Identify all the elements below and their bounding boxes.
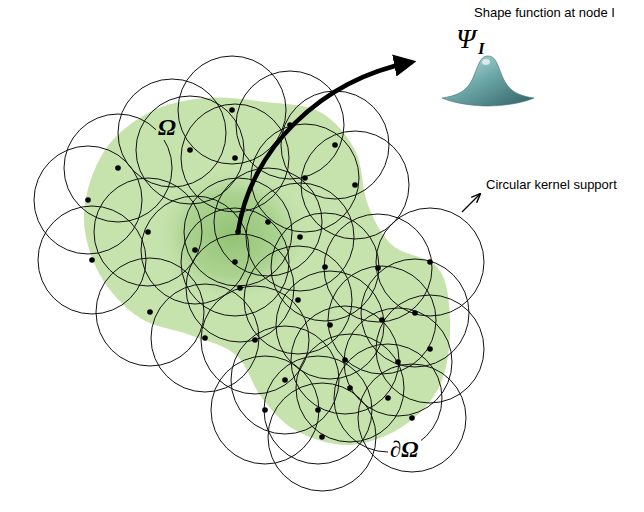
bell-highlight — [482, 59, 490, 65]
node-dot — [145, 229, 151, 235]
node-dot — [375, 265, 381, 271]
kernel-support-circle — [151, 284, 259, 392]
node-dot — [297, 234, 303, 240]
node-dot — [427, 346, 433, 352]
symbol-psi: Ψ — [456, 24, 476, 55]
node-dot — [265, 219, 271, 225]
node-dot — [342, 357, 348, 363]
node-dot — [315, 407, 321, 413]
node-dot — [232, 259, 238, 265]
kernel-support-circle — [246, 183, 354, 291]
nodes-dots — [85, 107, 433, 440]
kernel-support-circle — [344, 308, 452, 416]
kernel-supports — [34, 56, 484, 491]
node-dot — [282, 377, 288, 383]
kernel-support-circle — [38, 206, 146, 314]
node-dot — [115, 165, 121, 171]
node-dot — [237, 285, 243, 291]
node-dot — [232, 155, 238, 161]
node-dot — [412, 310, 418, 316]
kernel-support-circle — [201, 286, 309, 394]
kernel-support-circle — [94, 178, 202, 286]
caption-text: Shape function at node I — [474, 6, 615, 20]
kernel-support-circle — [214, 168, 322, 276]
node-dot — [427, 259, 433, 265]
node-dot — [379, 317, 385, 323]
kernel-support-circle — [136, 96, 244, 204]
kernel-support-circle — [231, 326, 339, 434]
kernel-support-circle — [324, 214, 432, 322]
node-dot — [202, 335, 208, 341]
leader-arrow — [462, 194, 480, 212]
node-dot — [395, 359, 401, 365]
node-dot — [302, 175, 308, 181]
boundary-symbol: ∂Ω — [388, 437, 421, 462]
kernel-support-circle — [358, 364, 466, 472]
node-dot — [252, 337, 258, 343]
node-dot — [332, 142, 338, 148]
node-dot — [409, 415, 415, 421]
node-dot — [229, 107, 235, 113]
kernel-support-circle — [271, 213, 379, 321]
kernel-support-circle — [334, 344, 442, 452]
kernel-support-circle — [244, 246, 352, 354]
node-dot — [347, 385, 353, 391]
kernel-support-circle — [34, 146, 142, 254]
node-dot — [192, 247, 198, 253]
node-dot — [295, 297, 301, 303]
node-dot — [385, 395, 391, 401]
shape-function-icon — [442, 56, 534, 106]
node-dot — [85, 197, 91, 203]
node-dot — [322, 264, 328, 270]
node-dot — [319, 434, 325, 440]
kernel-support-circle — [291, 306, 399, 414]
annotation-text: Circular kernel support — [484, 178, 619, 192]
kernel-support-circle — [211, 356, 319, 464]
bell-shape — [442, 56, 534, 106]
kernel-support-circle — [376, 208, 484, 316]
kernel-support-circle — [328, 266, 436, 374]
kernel-support-circle — [264, 356, 372, 464]
node-dot — [262, 407, 268, 413]
node-dot — [147, 309, 153, 315]
node-dot — [187, 147, 193, 153]
kernel-support-circle — [178, 56, 286, 164]
kernel-support-circle — [268, 383, 376, 491]
node-dot — [89, 257, 95, 263]
kernel-support-circle — [376, 295, 484, 403]
domain-symbol: Ω — [156, 114, 178, 140]
curved-arrow — [238, 62, 412, 232]
kernel-support-circle — [296, 334, 404, 442]
symbol-subscript: I — [478, 40, 485, 59]
kernel-support-circle — [118, 79, 226, 187]
node-dot — [352, 182, 358, 188]
kernel-support-circle — [181, 208, 289, 316]
domain-region — [84, 98, 450, 446]
node-dot — [327, 322, 333, 328]
